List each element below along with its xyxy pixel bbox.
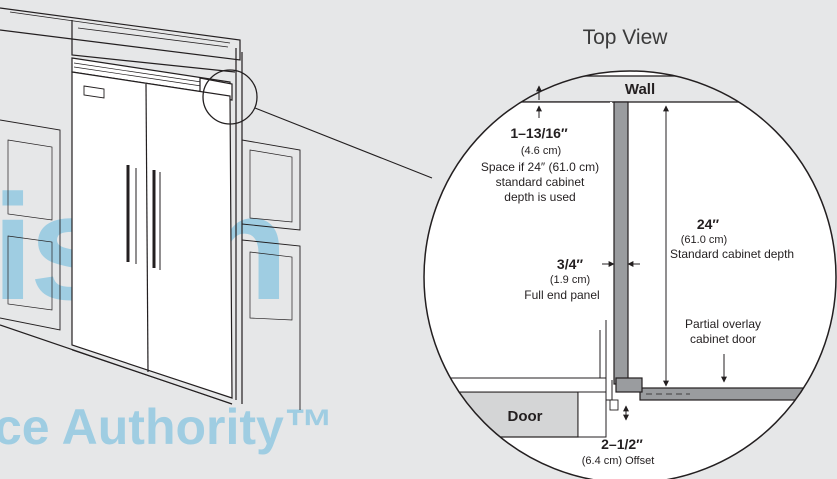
zoom-circle-small (202, 69, 258, 125)
wall-label: Wall (624, 81, 656, 98)
diagram-title: Top View (582, 26, 668, 49)
overlay-door-line-2: cabinet door (689, 332, 757, 346)
panel-note: Full end panel (524, 288, 600, 302)
panel-value: 3/4″ (556, 256, 584, 272)
top-clearance-value: 1–13/16″ (510, 125, 568, 141)
offset-value: 2–1/2″ (601, 436, 643, 452)
door-label: Door (507, 408, 543, 425)
wall-band (424, 75, 836, 103)
offset-note: (6.4 cm) Offset (581, 455, 655, 467)
overlay-door-line-1: Partial overlay (684, 317, 762, 331)
depth-value: 24″ (696, 216, 720, 232)
zoom-connector-line (254, 107, 433, 179)
watermark-small: ce Authority™ (0, 399, 334, 455)
depth-metric: (61.0 cm) (680, 234, 728, 246)
top-clearance-note-1: Space if 24″ (61.0 cm) (480, 160, 600, 174)
top-clearance-note-3: depth is used (504, 190, 576, 204)
top-clearance-metric: (4.6 cm) (520, 145, 562, 157)
refrigerator-sketch (0, 7, 301, 410)
cabinet-door (639, 387, 836, 401)
top-clearance-note-2: standard cabinet (495, 175, 585, 189)
door-panel (424, 391, 579, 438)
end-panel (613, 101, 629, 385)
depth-note: Standard cabinet depth (670, 247, 795, 261)
panel-metric: (1.9 cm) (549, 274, 591, 286)
